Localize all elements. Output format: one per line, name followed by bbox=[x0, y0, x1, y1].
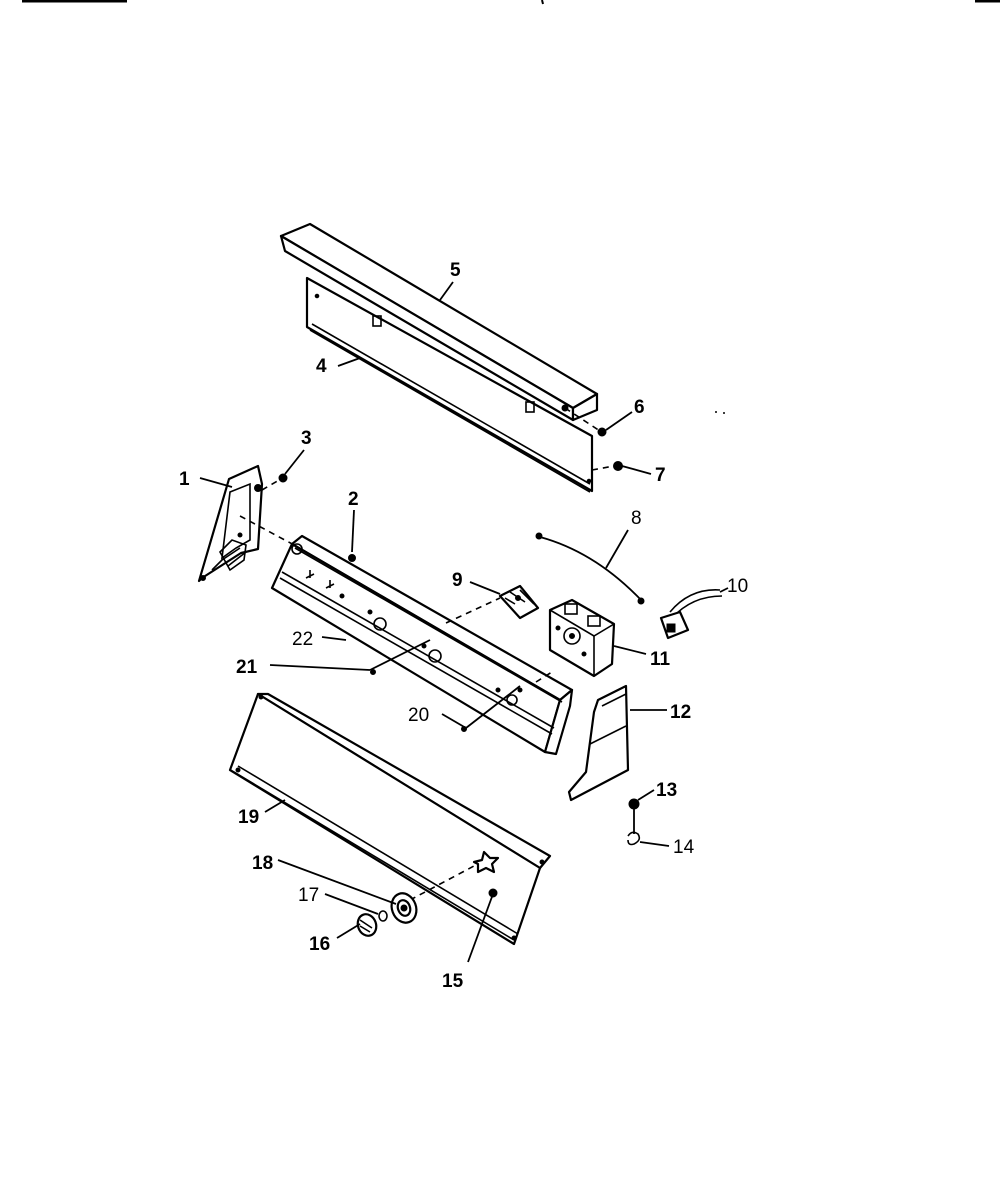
callout-4: 4 bbox=[316, 356, 327, 377]
callout-22: 22 bbox=[292, 629, 313, 650]
callout-2: 2 bbox=[348, 489, 359, 510]
knob-clip-part-18 bbox=[409, 850, 500, 901]
callout-7: 7 bbox=[655, 465, 666, 486]
callout-14: 14 bbox=[673, 837, 695, 858]
screw-part-6 bbox=[561, 404, 607, 437]
screw-part-13 bbox=[628, 798, 640, 834]
callout-13: 13 bbox=[656, 780, 677, 801]
lower-front-panel bbox=[228, 692, 552, 946]
callout-1: 1 bbox=[179, 469, 190, 490]
callout-19: 19 bbox=[238, 807, 259, 828]
wire-harness bbox=[535, 532, 645, 605]
callout-6: 6 bbox=[634, 397, 645, 418]
callout-17: 17 bbox=[298, 885, 319, 906]
switch-part-9 bbox=[445, 584, 540, 624]
right-end-cap bbox=[567, 684, 630, 802]
callout-3: 3 bbox=[301, 428, 312, 449]
callout-16: 16 bbox=[309, 934, 330, 955]
callout-8: 8 bbox=[631, 508, 642, 529]
callout-10: 10 bbox=[727, 576, 748, 597]
knob-part-17 bbox=[390, 892, 418, 924]
screw-part-15 bbox=[488, 888, 498, 898]
clip-part-14 bbox=[627, 831, 641, 846]
callout-11: 11 bbox=[650, 649, 671, 670]
terminal-block-part-10 bbox=[659, 589, 723, 640]
scan-specks bbox=[715, 411, 725, 414]
callout-20: 20 bbox=[408, 705, 429, 726]
callout-15: 15 bbox=[442, 971, 464, 992]
washer-part-17 bbox=[378, 910, 388, 922]
callout-18: 18 bbox=[252, 853, 273, 874]
left-end-cap bbox=[197, 464, 264, 583]
top-trim-cap bbox=[279, 222, 599, 422]
leader-endpoints bbox=[370, 669, 467, 732]
callout-21: 21 bbox=[236, 657, 258, 678]
knob-insert-part-16 bbox=[356, 913, 378, 937]
leader-lines bbox=[199, 281, 729, 963]
timer-part-11 bbox=[535, 598, 616, 683]
scan-edge-marks bbox=[22, 0, 1000, 5]
callout-12: 12 bbox=[670, 702, 691, 723]
back-panel bbox=[305, 276, 594, 493]
callout-9: 9 bbox=[452, 570, 463, 591]
callout-5: 5 bbox=[450, 260, 461, 281]
screw-part-7 bbox=[591, 461, 623, 471]
screw-part-3 bbox=[261, 473, 288, 491]
screw-part-2 bbox=[348, 554, 356, 562]
